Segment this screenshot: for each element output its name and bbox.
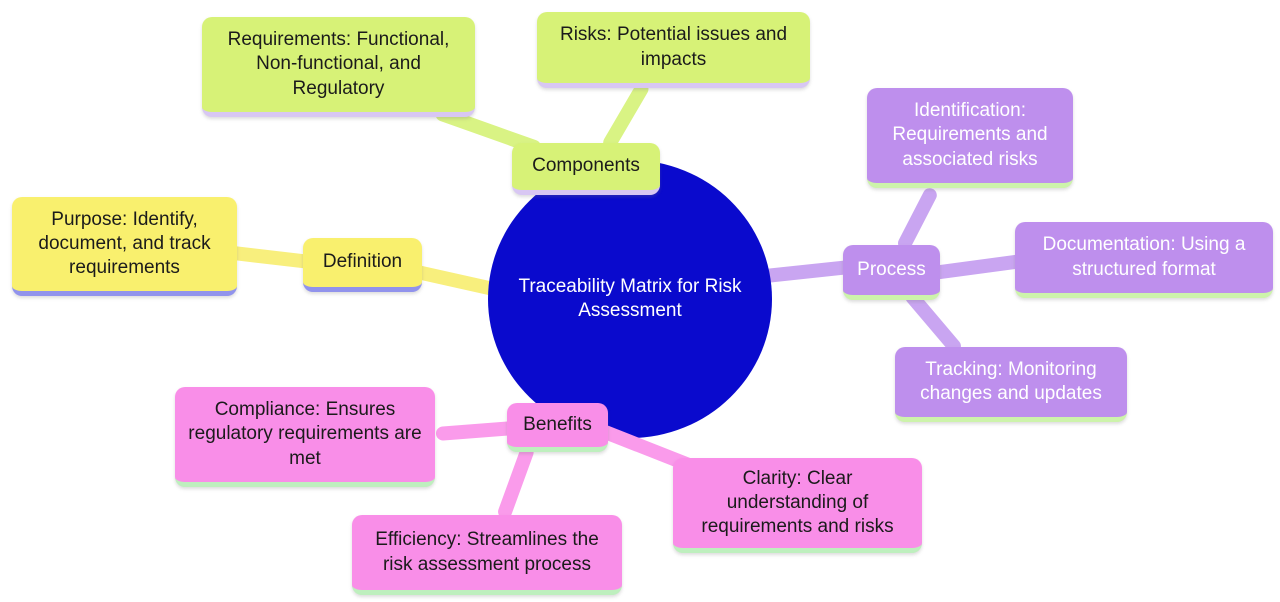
edge-compliance-to-benefits: [435, 420, 516, 441]
branch-definition: Definition: [303, 238, 422, 292]
edge-benefits-to-efficiency: [496, 443, 536, 521]
leaf-compliance: Compliance: Ensures regulatory requireme…: [175, 387, 435, 487]
edge-identification-to-process: [895, 185, 940, 253]
branch-benefits-label: Benefits: [523, 413, 592, 435]
leaf-identification-label: Identification: Requirements and associa…: [892, 100, 1048, 170]
leaf-risks-label: Risks: Potential issues and impacts: [559, 24, 788, 70]
branch-benefits: Benefits: [507, 403, 608, 452]
leaf-clarity: Clarity: Clear understanding of requirem…: [673, 458, 922, 553]
leaf-identification: Identification: Requirements and associa…: [867, 88, 1073, 188]
leaf-clarity-label: Clarity: Clear understanding of requirem…: [701, 467, 894, 538]
leaf-efficiency-label: Efficiency: Streamlines the risk assessm…: [375, 529, 599, 575]
leaf-tracking: Tracking: Monitoring changes and updates: [895, 347, 1127, 422]
leaf-compliance-label: Compliance: Ensures regulatory requireme…: [188, 399, 422, 469]
branch-process: Process: [843, 245, 940, 300]
leaf-requirements-label: Requirements: Functional, Non-functional…: [227, 29, 450, 99]
edge-process-to-documentation: [932, 254, 1024, 280]
branch-process-label: Process: [857, 258, 926, 280]
branch-components-label: Components: [532, 155, 640, 177]
edge-purpose-to-definition: [224, 245, 312, 269]
leaf-risks: Risks: Potential issues and impacts: [537, 12, 810, 88]
leaf-tracking-label: Tracking: Monitoring changes and updates: [920, 358, 1102, 404]
edge-risks-to-components: [600, 79, 652, 153]
edge-definition-to-root: [411, 264, 501, 298]
root-node: Traceability Matrix for Risk Assessment: [488, 160, 772, 438]
leaf-documentation: Documentation: Using a structured format: [1015, 222, 1273, 298]
leaf-requirements: Requirements: Functional, Non-functional…: [202, 17, 475, 117]
leaf-efficiency: Efficiency: Streamlines the risk assessm…: [352, 515, 622, 595]
branch-components: Components: [512, 143, 660, 195]
leaf-purpose: Purpose: Identify, document, and track r…: [12, 197, 237, 296]
leaf-documentation-label: Documentation: Using a structured format: [1042, 234, 1246, 280]
leaf-purpose-label: Purpose: Identify, document, and track r…: [38, 208, 211, 279]
branch-definition-label: Definition: [322, 251, 403, 273]
root-node-label: Traceability Matrix for Risk Assessment: [518, 276, 742, 321]
